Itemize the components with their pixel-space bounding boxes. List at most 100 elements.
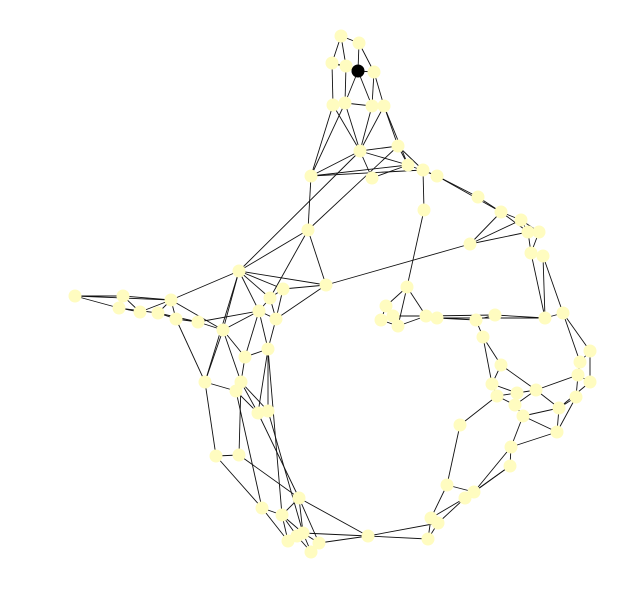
- graph-node: [151, 306, 165, 320]
- graph-node: [367, 65, 381, 79]
- graph-edge: [238, 270, 271, 299]
- graph-node: [319, 278, 333, 292]
- graph-node: [365, 171, 379, 185]
- graph-edge: [122, 295, 172, 301]
- graph-node: [209, 449, 223, 463]
- graph-node: [275, 508, 289, 522]
- graph-node: [191, 315, 205, 329]
- graph-node: [573, 355, 587, 369]
- graph-edge: [430, 497, 466, 519]
- graph-edge: [469, 219, 522, 245]
- graph-edge: [170, 299, 224, 331]
- graph-node: [485, 377, 499, 391]
- graph-node: [510, 386, 524, 400]
- graph-edge: [261, 507, 289, 542]
- graph-edge: [332, 104, 361, 152]
- graph-node: [490, 389, 504, 403]
- graph-edge: [482, 336, 493, 385]
- graph-node: [304, 169, 318, 183]
- graph-edge: [275, 284, 327, 320]
- graph-edge: [344, 102, 361, 152]
- graph-node: [379, 299, 393, 313]
- graph-node: [469, 313, 483, 327]
- graph-edge: [542, 255, 546, 319]
- graph-edge: [310, 104, 334, 177]
- graph-edge: [307, 229, 327, 286]
- graph-edge: [258, 310, 269, 350]
- graph-node: [400, 280, 414, 294]
- graph-node: [431, 516, 445, 530]
- graph-node: [430, 311, 444, 325]
- graph-node: [232, 264, 246, 278]
- graph-node: [353, 144, 367, 158]
- graph-node: [261, 342, 275, 356]
- graph-edge: [204, 381, 217, 457]
- graph-node: [532, 225, 546, 239]
- graph-node: [476, 330, 490, 344]
- graph-edge: [307, 145, 399, 231]
- graph-edge: [359, 150, 409, 166]
- graph-node: [216, 323, 230, 337]
- graph-node: [508, 398, 522, 412]
- graph-node: [391, 319, 405, 333]
- graph-node: [269, 312, 283, 326]
- graph-node: [583, 344, 597, 358]
- graph-node: [198, 375, 212, 389]
- graph-edge: [215, 455, 263, 509]
- graph-node: [504, 440, 518, 454]
- graph-node: [352, 36, 366, 50]
- graph-node: [494, 205, 508, 219]
- graph-node: [339, 59, 353, 73]
- graph-nodes: [68, 29, 597, 559]
- graph-edge: [222, 310, 260, 331]
- graph-edge: [473, 446, 512, 493]
- graph-edge: [397, 286, 408, 327]
- graph-edge: [436, 175, 502, 213]
- graph-node: [471, 190, 485, 204]
- graph-edge: [469, 211, 502, 245]
- graph-edge: [310, 102, 346, 177]
- graph-node: [133, 305, 147, 319]
- graph-node: [583, 375, 597, 389]
- graph-edge: [500, 364, 537, 391]
- graph-edge: [175, 318, 206, 383]
- graph-node: [538, 311, 552, 325]
- graph-node: [417, 203, 431, 217]
- highlighted-node: [351, 64, 365, 78]
- graph-node: [164, 293, 178, 307]
- graph-node: [112, 301, 126, 315]
- graph-node: [251, 406, 265, 420]
- graph-edge: [298, 497, 320, 544]
- graph-node: [365, 99, 379, 113]
- graph-edge: [469, 231, 529, 245]
- graph-edge: [267, 348, 283, 516]
- graph-edge: [238, 270, 260, 312]
- graph-node: [252, 304, 266, 318]
- graph-node: [421, 532, 435, 546]
- graph-node: [571, 368, 585, 382]
- graph-node: [238, 350, 252, 364]
- graph-node: [312, 536, 326, 550]
- graph-edge: [359, 105, 385, 152]
- graph-edge: [383, 105, 409, 166]
- graph-node: [401, 158, 415, 172]
- graph-edge: [170, 270, 240, 301]
- graph-node: [374, 313, 388, 327]
- graph-node: [516, 409, 530, 423]
- graph-node: [169, 312, 183, 326]
- graph-edge: [542, 255, 564, 314]
- graph-edge: [446, 424, 461, 486]
- graph-edge: [494, 314, 546, 319]
- graph-edge: [244, 310, 260, 358]
- graph-node: [521, 225, 535, 239]
- graph-node: [524, 246, 538, 260]
- graph-edge: [562, 312, 581, 363]
- graph-node: [232, 448, 246, 462]
- graph-edge: [74, 295, 120, 309]
- graph-edge: [556, 396, 577, 433]
- graph-edge: [235, 390, 263, 509]
- graph-node: [458, 491, 472, 505]
- graph-node: [514, 213, 528, 227]
- graph-node: [68, 289, 82, 303]
